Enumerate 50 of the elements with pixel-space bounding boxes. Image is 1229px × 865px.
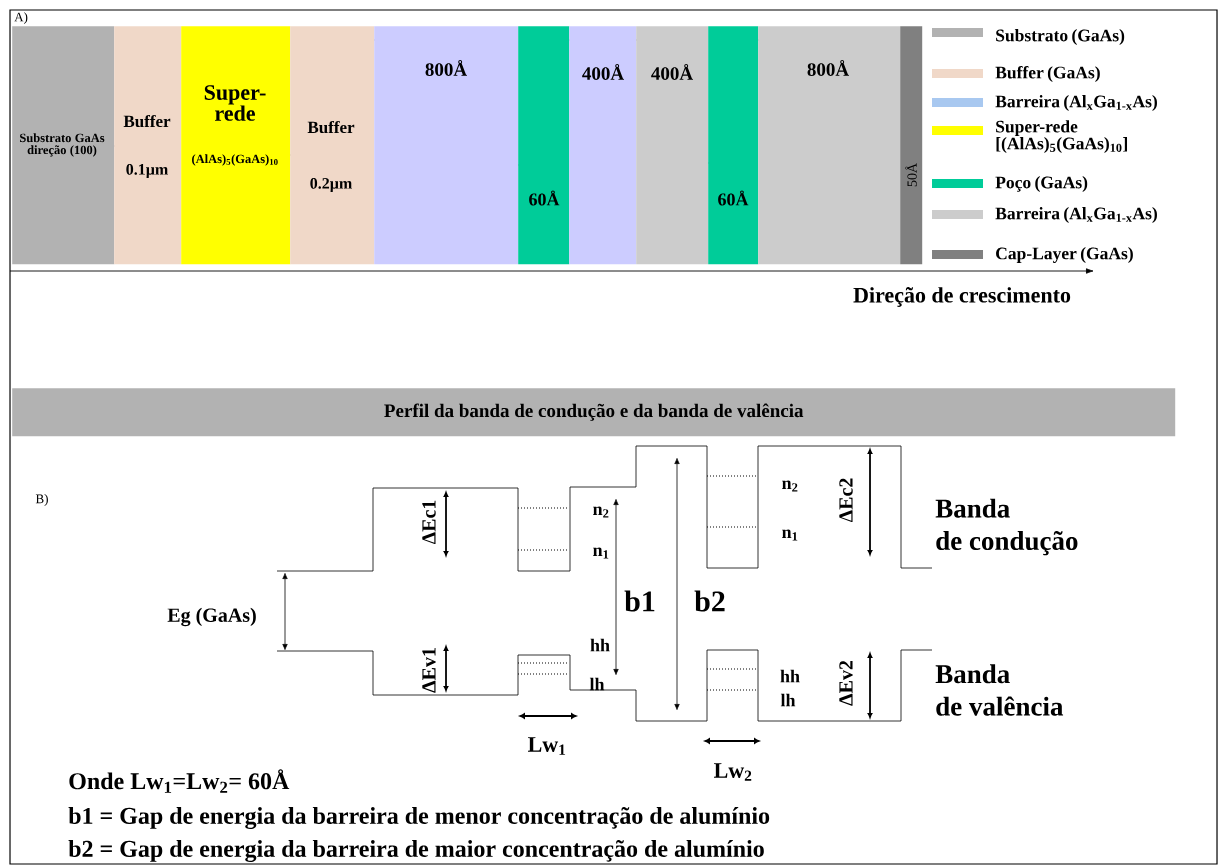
note-text: b1 = Gap de energia da barreira de menor concentração de alumínio bbox=[68, 807, 770, 829]
gap-label: b1 bbox=[624, 590, 655, 612]
axis-label: Direção de crescimento bbox=[853, 287, 1071, 307]
level-label: hh bbox=[780, 669, 800, 683]
offset-label: ΔEc1 bbox=[422, 500, 436, 545]
legend-label: Cap-Layer (GaAs) bbox=[996, 247, 1133, 263]
dimension-label: 0.1µm bbox=[126, 164, 168, 178]
dimension-label: 400Å bbox=[582, 64, 624, 80]
layer-band bbox=[569, 26, 637, 265]
width-label: Lw$_{1}$ bbox=[528, 737, 566, 755]
level-label: n$_{1}$ bbox=[593, 547, 609, 559]
note-text: b2 = Gap de energia da barreira de maior concentração de alumínio bbox=[68, 840, 764, 863]
level-label: n$_{1}$ bbox=[782, 529, 798, 541]
band-label: Banda de condução bbox=[935, 498, 1078, 556]
dimension-label: 60Å bbox=[529, 190, 560, 206]
level-label: n$_{2}$ bbox=[782, 480, 798, 492]
dimension-label: 0.2µm bbox=[310, 178, 352, 192]
layer-band bbox=[518, 26, 570, 265]
layer-band bbox=[708, 26, 759, 265]
level-label: hh bbox=[590, 638, 610, 652]
layer-band: Substrato GaAs direção (100) bbox=[12, 26, 115, 265]
offset-label: ΔEc2 bbox=[839, 478, 853, 523]
legend-label: Buffer (GaAs) bbox=[995, 65, 1100, 83]
layer-band bbox=[636, 26, 709, 265]
gap-label: Eg (GaAs) bbox=[167, 607, 256, 627]
level-label: lh bbox=[589, 677, 605, 691]
width-label: Lw$_{2}$ bbox=[714, 763, 752, 781]
offset-label: ΔEv2 bbox=[839, 660, 853, 706]
title-bar: Perfil da banda de condução e da banda de valência bbox=[12, 388, 1176, 437]
dimension-label: 50Å bbox=[905, 163, 917, 187]
dimension-label: 60Å bbox=[718, 190, 749, 206]
layer-band: Super-rede (AlAs)$_{5}$(GaAs)$_{10}$ bbox=[181, 26, 291, 265]
legend-label: Substrato (GaAs) bbox=[996, 29, 1125, 45]
legend-label: Barreira (Al$_{x}$Ga$_{1-x}$As) bbox=[995, 95, 1157, 111]
legend-label: Barreira (Al$_{x}$Ga$_{1-x}$As) bbox=[995, 207, 1157, 223]
layer-band bbox=[758, 26, 901, 265]
legend-label: Poço (GaAs) bbox=[995, 176, 1088, 192]
gap-label: b2 bbox=[694, 590, 725, 612]
level-label: lh bbox=[780, 693, 796, 707]
dimension-label: 400Å bbox=[651, 64, 693, 80]
note-text: Onde Lw$_{1}$=Lw$_{2}$= 60Å bbox=[69, 769, 290, 793]
dimension-label: 800Å bbox=[425, 60, 467, 76]
offset-label: ΔEv1 bbox=[422, 648, 436, 693]
layer-band bbox=[374, 26, 519, 265]
legend-label: Super-rede [(AlAs)$_{5}$(GaAs)$_{10}$] bbox=[996, 120, 1127, 153]
dimension-label: 800Å bbox=[807, 60, 849, 76]
panel-label: B) bbox=[35, 494, 48, 506]
layer-band bbox=[900, 26, 923, 265]
band-label: Banda de valência bbox=[935, 664, 1064, 716]
level-label: n$_{2}$ bbox=[593, 506, 609, 518]
